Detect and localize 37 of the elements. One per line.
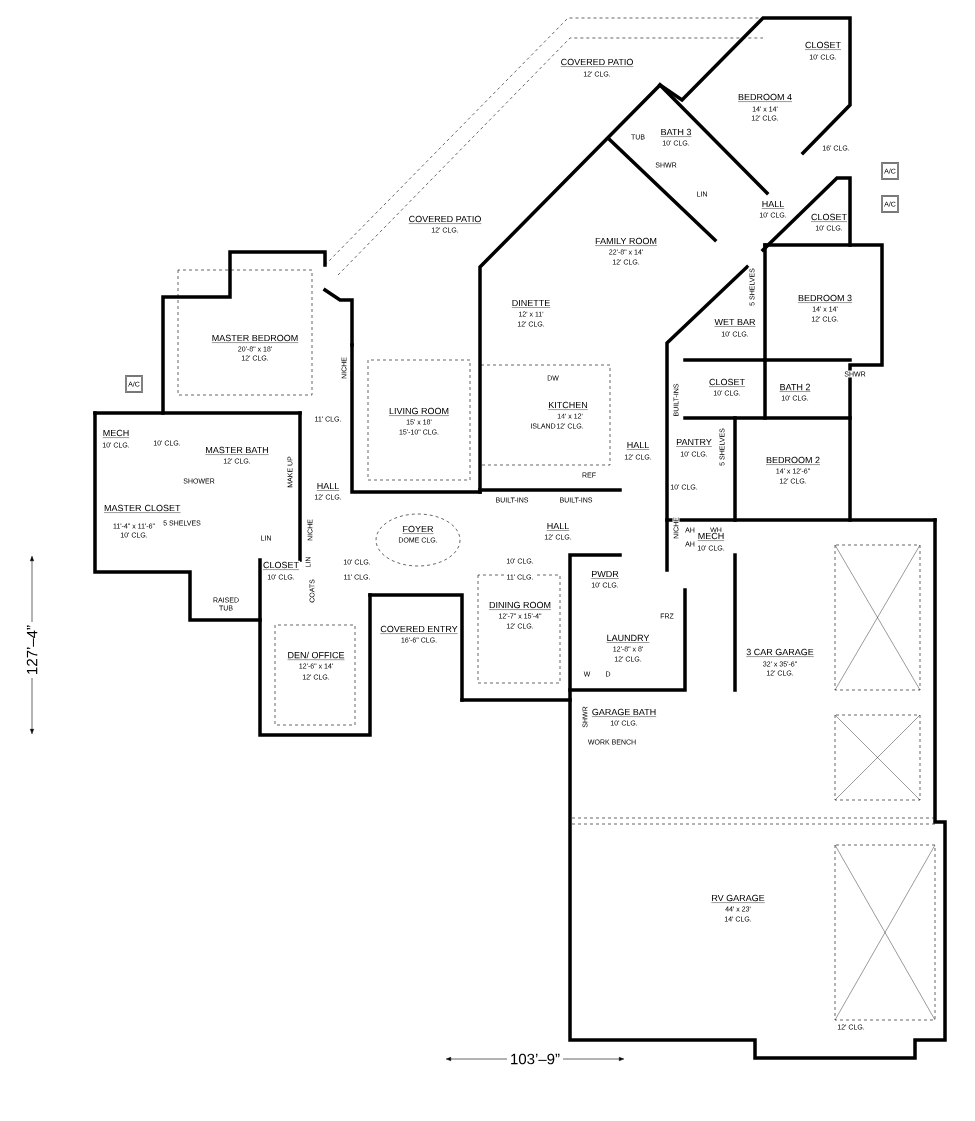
room-name: HALL [315,481,341,493]
dimension-text: 127’–4” [23,622,41,679]
room-name: DEN/ OFFICE [286,650,346,662]
room-name: FOYER [401,524,435,536]
room-name: MASTER BATH [204,445,270,457]
room-name: GARAGE BATH [590,707,658,719]
room-name: COVERED PATIO [559,57,635,69]
room-name: MECH [696,531,726,543]
room-name: LIVING ROOM [388,406,450,418]
room-name: CLOSET [810,212,848,224]
room-name: PWDR [590,569,620,581]
room-name: MASTER CLOSET [103,503,181,515]
room-name: WET BAR [713,317,757,329]
room-name: HALL [760,199,786,211]
room-name: MASTER BEDROOM [210,333,300,345]
room-name: FAMILY ROOM [594,236,658,248]
room-name: COVERED ENTRY [379,624,459,636]
room-name: BEDROOM 2 [765,455,821,467]
room-name: BEDROOM 4 [737,92,793,104]
room-name: HALL [545,521,571,533]
dimension-text: 103’–9” [507,1050,563,1068]
room-name: 3 CAR GARAGE [745,647,815,659]
room-name: KITCHEN [547,400,589,412]
room-name: DINING ROOM [488,600,552,612]
room-name: PANTRY [675,437,713,449]
room-name: BEDROOM 3 [797,293,853,305]
room-name: COVERED PATIO [407,214,483,226]
room-name: MECH [101,428,131,440]
room-name: RV GARAGE [710,893,766,905]
room-name: LAUNDRY [605,633,651,645]
room-name: BATH 2 [778,382,812,394]
room-name: CLOSET [804,40,842,52]
room-name: HALL [625,440,651,452]
room-name: CLOSET [708,377,746,389]
room-name: BATH 3 [659,127,693,139]
room-name: DINETTE [510,298,552,310]
room-name: CLOSET [262,560,300,572]
